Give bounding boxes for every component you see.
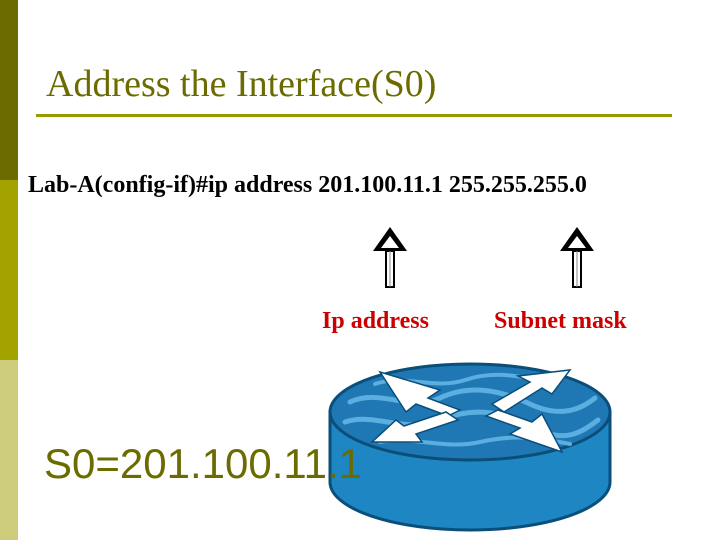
accent-bar-top [0, 0, 18, 180]
accent-bar-middle [0, 180, 18, 360]
slide-title: Address the Interface(S0) [46, 63, 437, 105]
subnet-mask-label: Subnet mask [494, 308, 627, 334]
ip-address-label: Ip address [322, 308, 429, 334]
title-underline [36, 114, 672, 117]
cli-command: Lab-A(config-if)#ip address 201.100.11.1… [28, 172, 587, 198]
up-arrow-icon [373, 227, 407, 288]
accent-bar-bottom [0, 360, 18, 540]
router-icon [328, 362, 612, 532]
up-arrow-icon [560, 227, 594, 288]
interface-address-text: S0=201.100.11.1 [44, 440, 363, 487]
